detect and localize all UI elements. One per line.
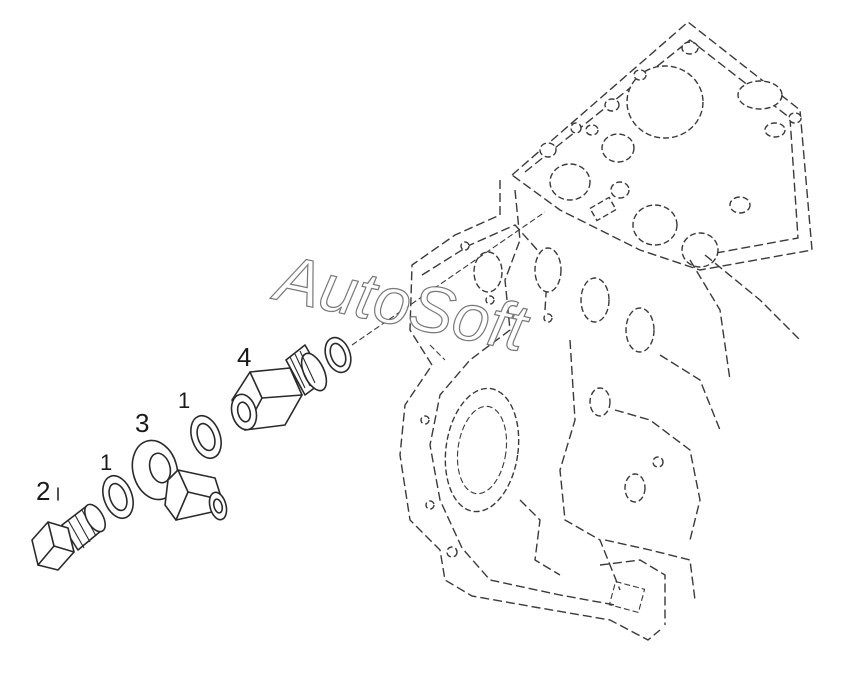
sealing-washer-left — [102, 474, 134, 520]
banjo-fitting — [131, 439, 228, 521]
callout-part-3: 3 — [135, 408, 149, 438]
callout-part-4: 4 — [237, 342, 251, 372]
engine-block — [399, 21, 813, 641]
callout-part-1-left: 1 — [100, 450, 112, 475]
adapter-fitting — [230, 344, 328, 431]
banjo-bolt — [31, 503, 107, 571]
sealing-washer-right — [190, 414, 222, 460]
callout-part-2: 2 — [36, 476, 50, 506]
callout-part-1-right: 1 — [178, 388, 190, 413]
sealing-washer-near-block — [324, 336, 352, 374]
assembly-axis-line — [351, 211, 546, 346]
